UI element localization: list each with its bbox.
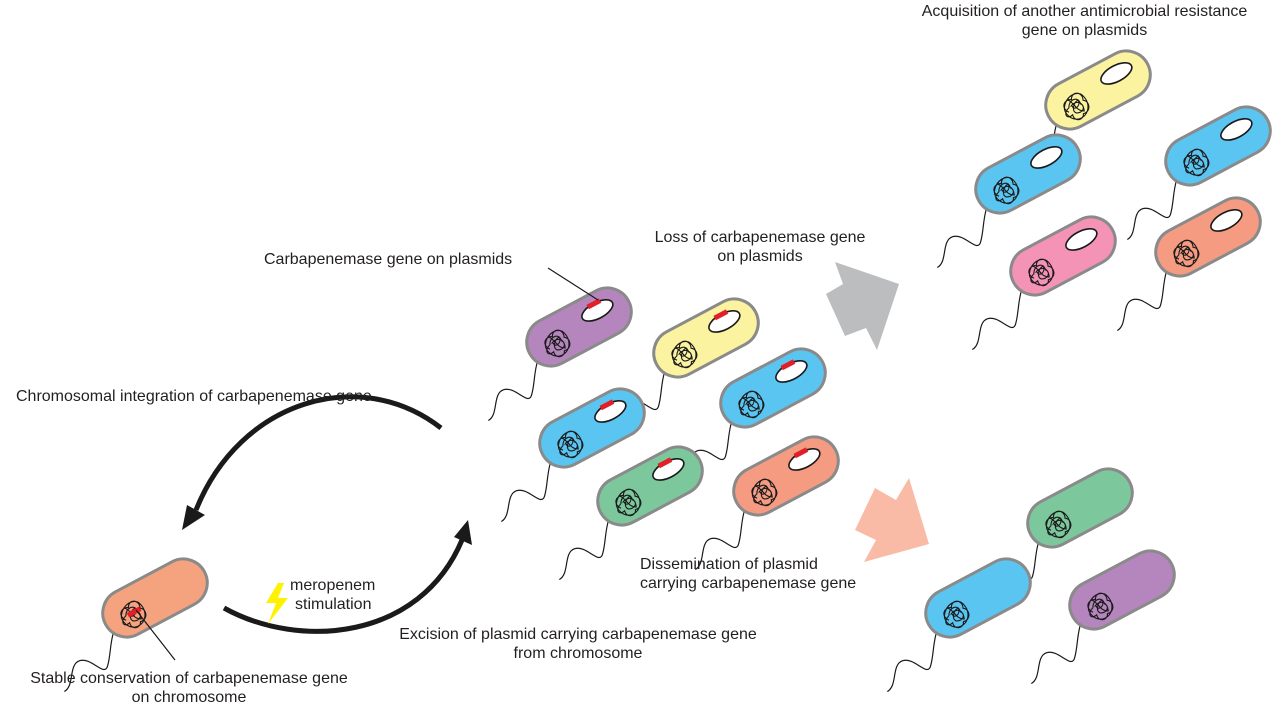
plasmid-icon bbox=[1030, 145, 1063, 169]
bacterium-lost_gene-2 bbox=[1126, 105, 1272, 241]
bacterium-lost_gene-4 bbox=[1116, 196, 1262, 332]
cell-body-green bbox=[1026, 467, 1134, 549]
flagellum bbox=[500, 461, 552, 523]
lightning-bolt-icon bbox=[266, 583, 288, 624]
cell-body-blue bbox=[538, 387, 646, 469]
bacterium-plasmid_carriers-3 bbox=[681, 347, 827, 483]
cell-body-pink bbox=[1009, 215, 1117, 297]
flagellum bbox=[63, 631, 115, 693]
flagellum bbox=[886, 631, 938, 693]
flagellum bbox=[936, 207, 988, 269]
flagellum bbox=[487, 360, 539, 422]
meropenem-label-line1: meropenem bbox=[290, 577, 376, 594]
plasmid-icon bbox=[1210, 208, 1243, 232]
loss-label-line2: on plasmids bbox=[717, 248, 803, 265]
carbapenemase-gene-on-plasmid bbox=[713, 309, 729, 321]
flagellum bbox=[1116, 270, 1168, 332]
loss-label: Loss of carbapenemase gene on plasmids bbox=[630, 228, 890, 266]
flagellum bbox=[1126, 179, 1178, 241]
flagellum bbox=[1030, 623, 1082, 685]
bacterium-lost_gene-3 bbox=[971, 215, 1117, 351]
stable-label-line2: on chromosome bbox=[131, 689, 247, 706]
cell-body-yellow bbox=[1044, 49, 1152, 131]
meropenem-label: meropenem stimulation bbox=[290, 576, 375, 614]
acquisition-label-line1: Acquisition of another antimicrobial res… bbox=[921, 3, 1248, 20]
cell-body-blue bbox=[924, 557, 1032, 639]
stable-conservation-leader bbox=[135, 609, 176, 661]
gene-on-plasmids-label: Carbapenemase gene on plasmids bbox=[264, 251, 513, 268]
loss-label-line1: Loss of carbapenemase gene bbox=[654, 229, 866, 246]
dissemination-label-line2: carrying carbapenemase gene bbox=[640, 575, 857, 592]
gene-on-plasmids-leader bbox=[547, 267, 599, 301]
carbapenemase-gene-on-plasmid bbox=[586, 298, 602, 310]
excision-label-line1: Excision of plasmid carrying carbapenema… bbox=[399, 626, 757, 643]
bacterium-plasmid_carriers-5 bbox=[694, 435, 840, 571]
carbapenemase-gene-on-plasmid bbox=[780, 359, 796, 371]
stable-label: Stable conservation of carbapenemase gen… bbox=[0, 669, 378, 707]
plasmid-icon bbox=[1065, 227, 1098, 251]
bacterium-disseminated-2 bbox=[1030, 549, 1176, 685]
carbapenemase-gene-on-plasmid bbox=[657, 457, 673, 469]
stable-label-line1: Stable conservation of carbapenemase gen… bbox=[30, 670, 348, 687]
plasmid-icon bbox=[1100, 61, 1133, 85]
flagellum bbox=[558, 519, 610, 581]
bacterium-lost_gene-1 bbox=[936, 133, 1082, 269]
cell-body-purple bbox=[525, 286, 633, 368]
cell-body-green bbox=[596, 445, 704, 527]
cell-body-yellow bbox=[652, 297, 760, 379]
carbapenemase-gene-on-chromosome bbox=[126, 606, 142, 618]
cell-body-blue bbox=[974, 133, 1082, 215]
bacterium-plasmid_carriers-0 bbox=[487, 286, 633, 422]
excision-arrowhead bbox=[454, 520, 472, 545]
cell-body-salmon bbox=[732, 435, 840, 517]
acquisition-label-line2: gene on plasmids bbox=[1021, 22, 1148, 39]
cell-body-salmon bbox=[1154, 196, 1262, 278]
integration-arrow bbox=[193, 394, 443, 511]
dissemination-block-arrow bbox=[855, 478, 929, 562]
cell-body-purple bbox=[1068, 549, 1176, 631]
cell-body-orange bbox=[101, 557, 209, 639]
cell-body-blue bbox=[719, 347, 827, 429]
bacterium-plasmid_carriers-4 bbox=[558, 445, 704, 581]
carbapenemase-gene-on-plasmid bbox=[599, 399, 615, 411]
dissemination-label: Dissemination of plasmid carrying carbap… bbox=[640, 555, 856, 593]
acquisition-label: Acquisition of another antimicrobial res… bbox=[892, 2, 1277, 40]
excision-label: Excision of plasmid carrying carbapenema… bbox=[360, 625, 796, 663]
plasmid-icon bbox=[1220, 117, 1253, 141]
flagellum bbox=[971, 289, 1023, 351]
excision-label-line2: from chromosome bbox=[513, 645, 643, 662]
carbapenemase-gene-on-plasmid bbox=[793, 447, 809, 459]
loss-block-arrow bbox=[826, 262, 899, 350]
cell-body-blue bbox=[1164, 105, 1272, 187]
bacterium-plasmid_carriers-2 bbox=[500, 387, 646, 523]
excision-arrow bbox=[222, 539, 465, 634]
dissemination-label-line1: Dissemination of plasmid bbox=[640, 556, 818, 573]
meropenem-label-line2: stimulation bbox=[295, 596, 372, 613]
integration-label: Chromosomal integration of carbapenemase… bbox=[16, 388, 372, 405]
integration-arrowhead bbox=[182, 505, 205, 530]
bacterium-disseminated-1 bbox=[886, 557, 1032, 693]
bacterium-chromosomal-0 bbox=[63, 557, 209, 693]
bacterium-plasmid_carriers-1 bbox=[614, 297, 760, 433]
flagellum bbox=[694, 509, 746, 571]
